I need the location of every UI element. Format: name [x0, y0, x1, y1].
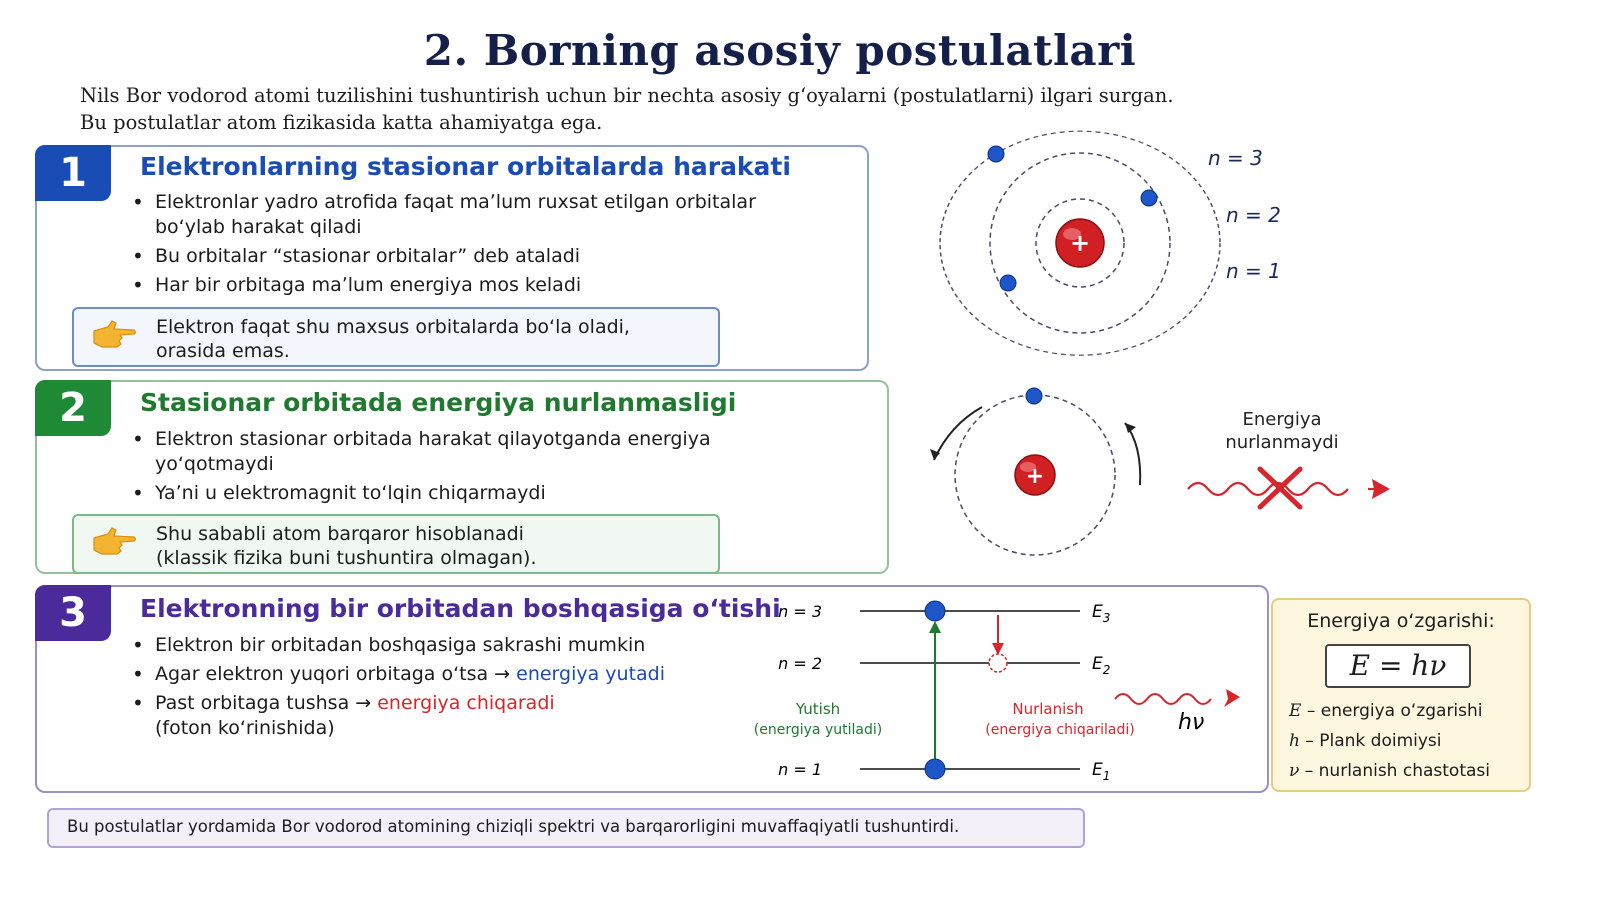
bullet-item: Elektronlar yadro atrofida faqat maʼlum … [132, 190, 815, 240]
postulate-3-number: 3 [35, 585, 111, 641]
orbit-label-n3: n = 3 [1208, 146, 1263, 170]
absorb-highlight: energiya yutadi [516, 663, 666, 685]
emit-sublabel: (energiya chiqariladi) [985, 722, 1134, 738]
postulate-3-card [35, 585, 1269, 793]
pointing-hand-icon [93, 320, 137, 348]
radiation-label-line-2: nurlanmaydi [1225, 432, 1338, 453]
absorb-label: Yutish [795, 700, 840, 718]
formula-definition: E – energiya oʻzgarishi [1289, 701, 1483, 721]
postulate-2-note: Shu sababli atom barqaror hisoblanadi (k… [72, 514, 720, 574]
svg-text:+: + [1070, 229, 1090, 257]
note-line-2: (klassik fizika buni tushuntira olmagan)… [156, 547, 537, 569]
bullet-item: Yaʼni u elektromagnit toʻlqin chiqarmayd… [132, 481, 815, 506]
level-label-n1: n = 1 [778, 760, 822, 779]
level-label-n3: n = 3 [778, 602, 822, 621]
postulate-3-bullets: Elektron bir orbitadan boshqasiga sakras… [132, 633, 815, 745]
orbit-n1 [1035, 198, 1125, 288]
bullet-text: Past orbitaga tushsa → [155, 692, 378, 714]
bullet-item: Elektron stasionar orbitada harakat qila… [132, 427, 815, 477]
electron-icon [999, 274, 1017, 292]
electron-icon [924, 600, 946, 622]
postulate-1-heading: Elektronlarning stasionar orbitalarda ha… [140, 152, 791, 181]
bullet-item: Elektron bir orbitadan boshqasiga sakras… [132, 633, 815, 658]
energy-formula: E = hν [1325, 644, 1471, 688]
energy-box-title: Energiya oʻzgarishi: [1307, 610, 1495, 632]
bullet-item: Past orbitaga tushsa → energiya chiqarad… [132, 691, 815, 741]
intro-line-2: Bu postulatlar atom fizikasida katta aha… [80, 111, 603, 134]
photon-label: hν [1178, 710, 1204, 735]
level-energy-e3: E3 [1092, 602, 1110, 625]
level-energy-e1: E1 [1092, 760, 1110, 783]
electron-vacancy [988, 653, 1008, 673]
formula-definition: h – Plank doimiysi [1289, 731, 1442, 751]
note-line-1: Elektron faqat shu maxsus orbitalarda bo… [156, 316, 630, 338]
orbit-label-n2: n = 2 [1226, 203, 1281, 227]
bullet-item: Har bir orbitaga maʼlum energiya mos kel… [132, 273, 815, 298]
electron-icon [1140, 189, 1158, 207]
nucleus-icon: + [1055, 218, 1105, 268]
absorb-sublabel: (energiya yutiladi) [754, 722, 882, 738]
level-label-n2: n = 2 [778, 654, 822, 673]
emit-label: Nurlanish [1012, 700, 1083, 718]
level-energy-e2: E2 [1092, 654, 1110, 677]
postulate-2-bullets: Elektron stasionar orbitada harakat qila… [132, 427, 815, 510]
orbit-n2 [989, 152, 1171, 334]
energy-levels-diagram: n = 3 n = 2 n = 1 E3 E2 E1 Yutish (energ… [754, 600, 1240, 783]
no-radiation-diagram: + Energiya nurlanmaydi [930, 387, 1390, 556]
motion-arrow [1124, 422, 1142, 486]
bullet-text: Agar elektron yuqori orbitaga oʻtsa → [155, 663, 517, 685]
pointing-hand-icon [93, 527, 137, 555]
postulate-1-note: Elektron faqat shu maxsus orbitalarda bo… [72, 307, 720, 367]
electron-icon [924, 758, 946, 780]
stationary-orbit [954, 394, 1116, 556]
postulate-3-heading: Elektronning bir orbitadan boshqasiga oʻ… [140, 594, 781, 623]
bohr-orbit-diagram: + n = 3 n = 2 n = 1 [939, 130, 1281, 356]
orbit-label-n1: n = 1 [1226, 259, 1281, 283]
bullet-item: Agar elektron yuqori orbitaga oʻtsa → en… [132, 662, 815, 687]
emit-highlight: energiya chiqaradi [377, 692, 555, 714]
svg-text:+: + [1026, 464, 1044, 489]
electron-icon [1025, 387, 1043, 405]
photon-wave-icon [1114, 693, 1212, 705]
energy-change-box: Energiya oʻzgarishi: E = hν E – energiya… [1271, 598, 1531, 792]
bullet-item: Bu orbitalar “stasionar orbitalar” deb a… [132, 244, 815, 269]
formula-definition: ν – nurlanish chastotasi [1289, 761, 1490, 781]
postulate-1-number: 1 [35, 145, 111, 201]
note-line-2: orasida emas. [156, 340, 290, 362]
intro-line-1: Nils Bor vodorod atomi tuzilishini tushu… [80, 84, 1174, 107]
postulate-2-heading: Stasionar orbitada energiya nurlanmaslig… [140, 388, 737, 417]
page-title: 2. Borning asosiy postulatlari [423, 26, 1137, 75]
radiation-label-line-1: Energiya [1242, 409, 1321, 430]
nucleus-icon: + [1014, 454, 1056, 496]
summary-text: Bu postulatlar yordamida Bor vodorod ato… [67, 817, 960, 836]
bullet-text-suffix: (foton koʻrinishida) [155, 717, 335, 739]
wave-crossed-icon [1187, 466, 1390, 510]
electron-icon [987, 145, 1005, 163]
intro-text: Nils Bor vodorod atomi tuzilishini tushu… [80, 82, 1380, 136]
note-line-1: Shu sababli atom barqaror hisoblanadi [156, 523, 524, 545]
summary-footer: Bu postulatlar yordamida Bor vodorod ato… [47, 808, 1085, 848]
postulate-1-bullets: Elektronlar yadro atrofida faqat maʼlum … [132, 190, 815, 302]
postulate-2-number: 2 [35, 380, 111, 436]
